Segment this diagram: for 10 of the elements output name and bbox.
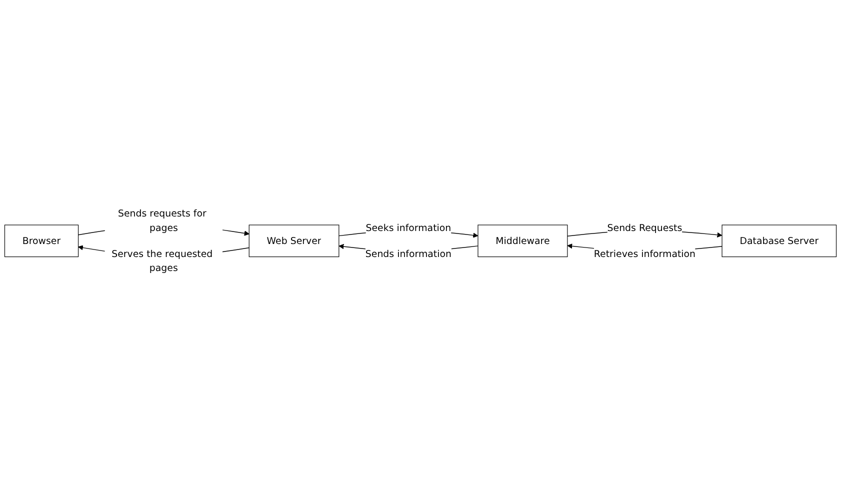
edge-label: Seeks information xyxy=(366,222,452,233)
edge-label: Sends requests for pages xyxy=(118,208,206,233)
node-box: Middleware xyxy=(478,224,568,257)
node-box: Browser xyxy=(4,224,79,257)
edge-label: Sends information xyxy=(365,248,452,259)
node-box: Web Server xyxy=(248,224,340,257)
edge-label: Retrieves information xyxy=(594,248,696,259)
edge-label: Serves the requested pages xyxy=(112,248,213,273)
node-box: Database Server xyxy=(722,224,837,257)
edge-label: Sends Requests xyxy=(607,222,682,233)
